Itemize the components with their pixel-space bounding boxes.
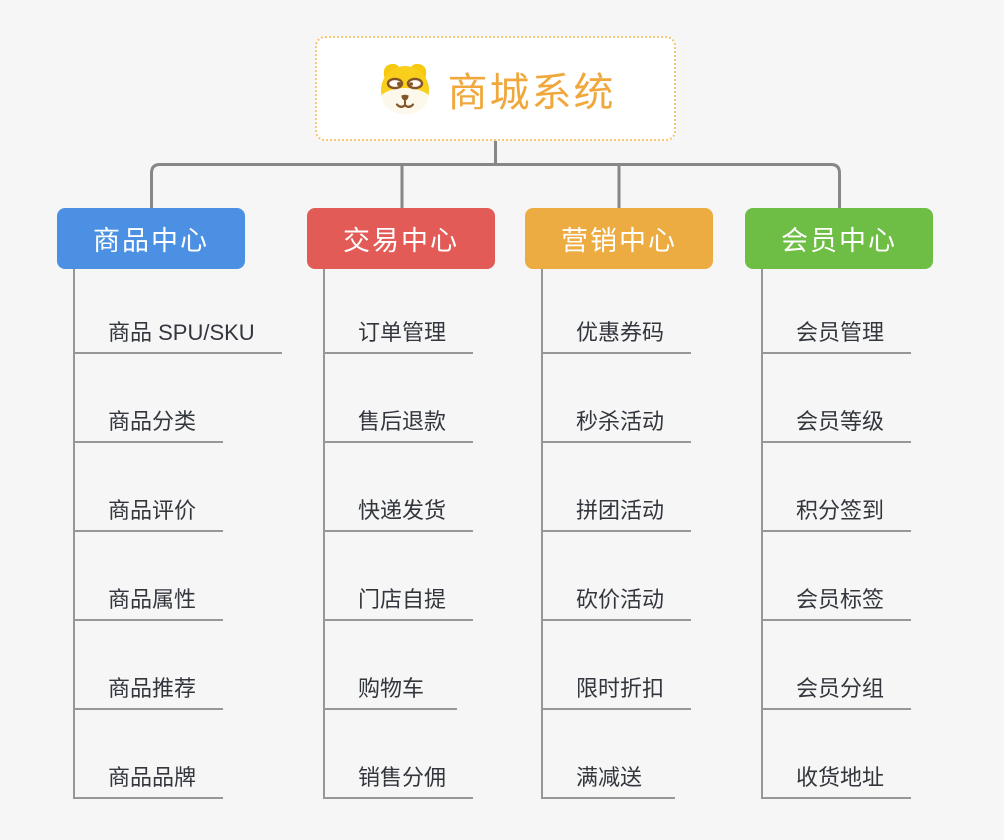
- leaf-item[interactable]: 订单管理: [325, 269, 474, 354]
- leaf-item[interactable]: 拼团活动: [543, 443, 692, 532]
- leaf-item[interactable]: 限时折扣: [543, 621, 692, 710]
- root-node[interactable]: 商城系统: [315, 36, 676, 141]
- branch-marketing-center: 营销中心 优惠券码 秒杀活动 拼团活动 砍价活动 限时折扣 满减送: [525, 208, 713, 799]
- leaf-item[interactable]: 商品属性: [75, 532, 224, 621]
- leaf-item[interactable]: 满减送: [543, 710, 675, 799]
- branch-children: 会员管理 会员等级 积分签到 会员标签 会员分组 收货地址: [761, 269, 933, 799]
- leaf-item[interactable]: 销售分佣: [325, 710, 474, 799]
- branch-product-center: 商品中心 商品 SPU/SKU 商品分类 商品评价 商品属性 商品推荐 商品品牌: [57, 208, 282, 799]
- leaf-item[interactable]: 快递发货: [325, 443, 474, 532]
- branch-children: 订单管理 售后退款 快递发货 门店自提 购物车 销售分佣: [323, 269, 495, 799]
- leaf-item[interactable]: 秒杀活动: [543, 354, 692, 443]
- branch-trade-center: 交易中心 订单管理 售后退款 快递发货 门店自提 购物车 销售分佣: [307, 208, 495, 799]
- leaf-item[interactable]: 商品分类: [75, 354, 224, 443]
- leaf-item[interactable]: 会员等级: [763, 354, 912, 443]
- leaf-item[interactable]: 砍价活动: [543, 532, 692, 621]
- leaf-item[interactable]: 售后退款: [325, 354, 474, 443]
- branch-rail-line: [150, 163, 841, 209]
- branch-member-center: 会员中心 会员管理 会员等级 积分签到 会员标签 会员分组 收货地址: [745, 208, 933, 799]
- leaf-item[interactable]: 积分签到: [763, 443, 912, 532]
- branch-header-trade-center[interactable]: 交易中心: [307, 208, 495, 269]
- branch-children: 商品 SPU/SKU 商品分类 商品评价 商品属性 商品推荐 商品品牌: [73, 269, 282, 799]
- leaf-item[interactable]: 收货地址: [763, 710, 912, 799]
- dog-face-icon: [376, 61, 434, 117]
- leaf-item[interactable]: 商品品牌: [75, 710, 224, 799]
- leaf-item[interactable]: 会员分组: [763, 621, 912, 710]
- leaf-item[interactable]: 商品评价: [75, 443, 224, 532]
- branch-header-product-center[interactable]: 商品中心: [57, 208, 245, 269]
- leaf-item[interactable]: 会员管理: [763, 269, 912, 354]
- branch-header-member-center[interactable]: 会员中心: [745, 208, 933, 269]
- leaf-item[interactable]: 商品 SPU/SKU: [75, 269, 282, 354]
- leaf-item[interactable]: 会员标签: [763, 532, 912, 621]
- leaf-item[interactable]: 商品推荐: [75, 621, 224, 710]
- branch-children: 优惠券码 秒杀活动 拼团活动 砍价活动 限时折扣 满减送: [541, 269, 713, 799]
- leaf-item[interactable]: 购物车: [325, 621, 457, 710]
- leaf-item[interactable]: 门店自提: [325, 532, 474, 621]
- leaf-item[interactable]: 优惠券码: [543, 269, 692, 354]
- root-title: 商城系统: [447, 70, 616, 115]
- branch-header-marketing-center[interactable]: 营销中心: [525, 208, 713, 269]
